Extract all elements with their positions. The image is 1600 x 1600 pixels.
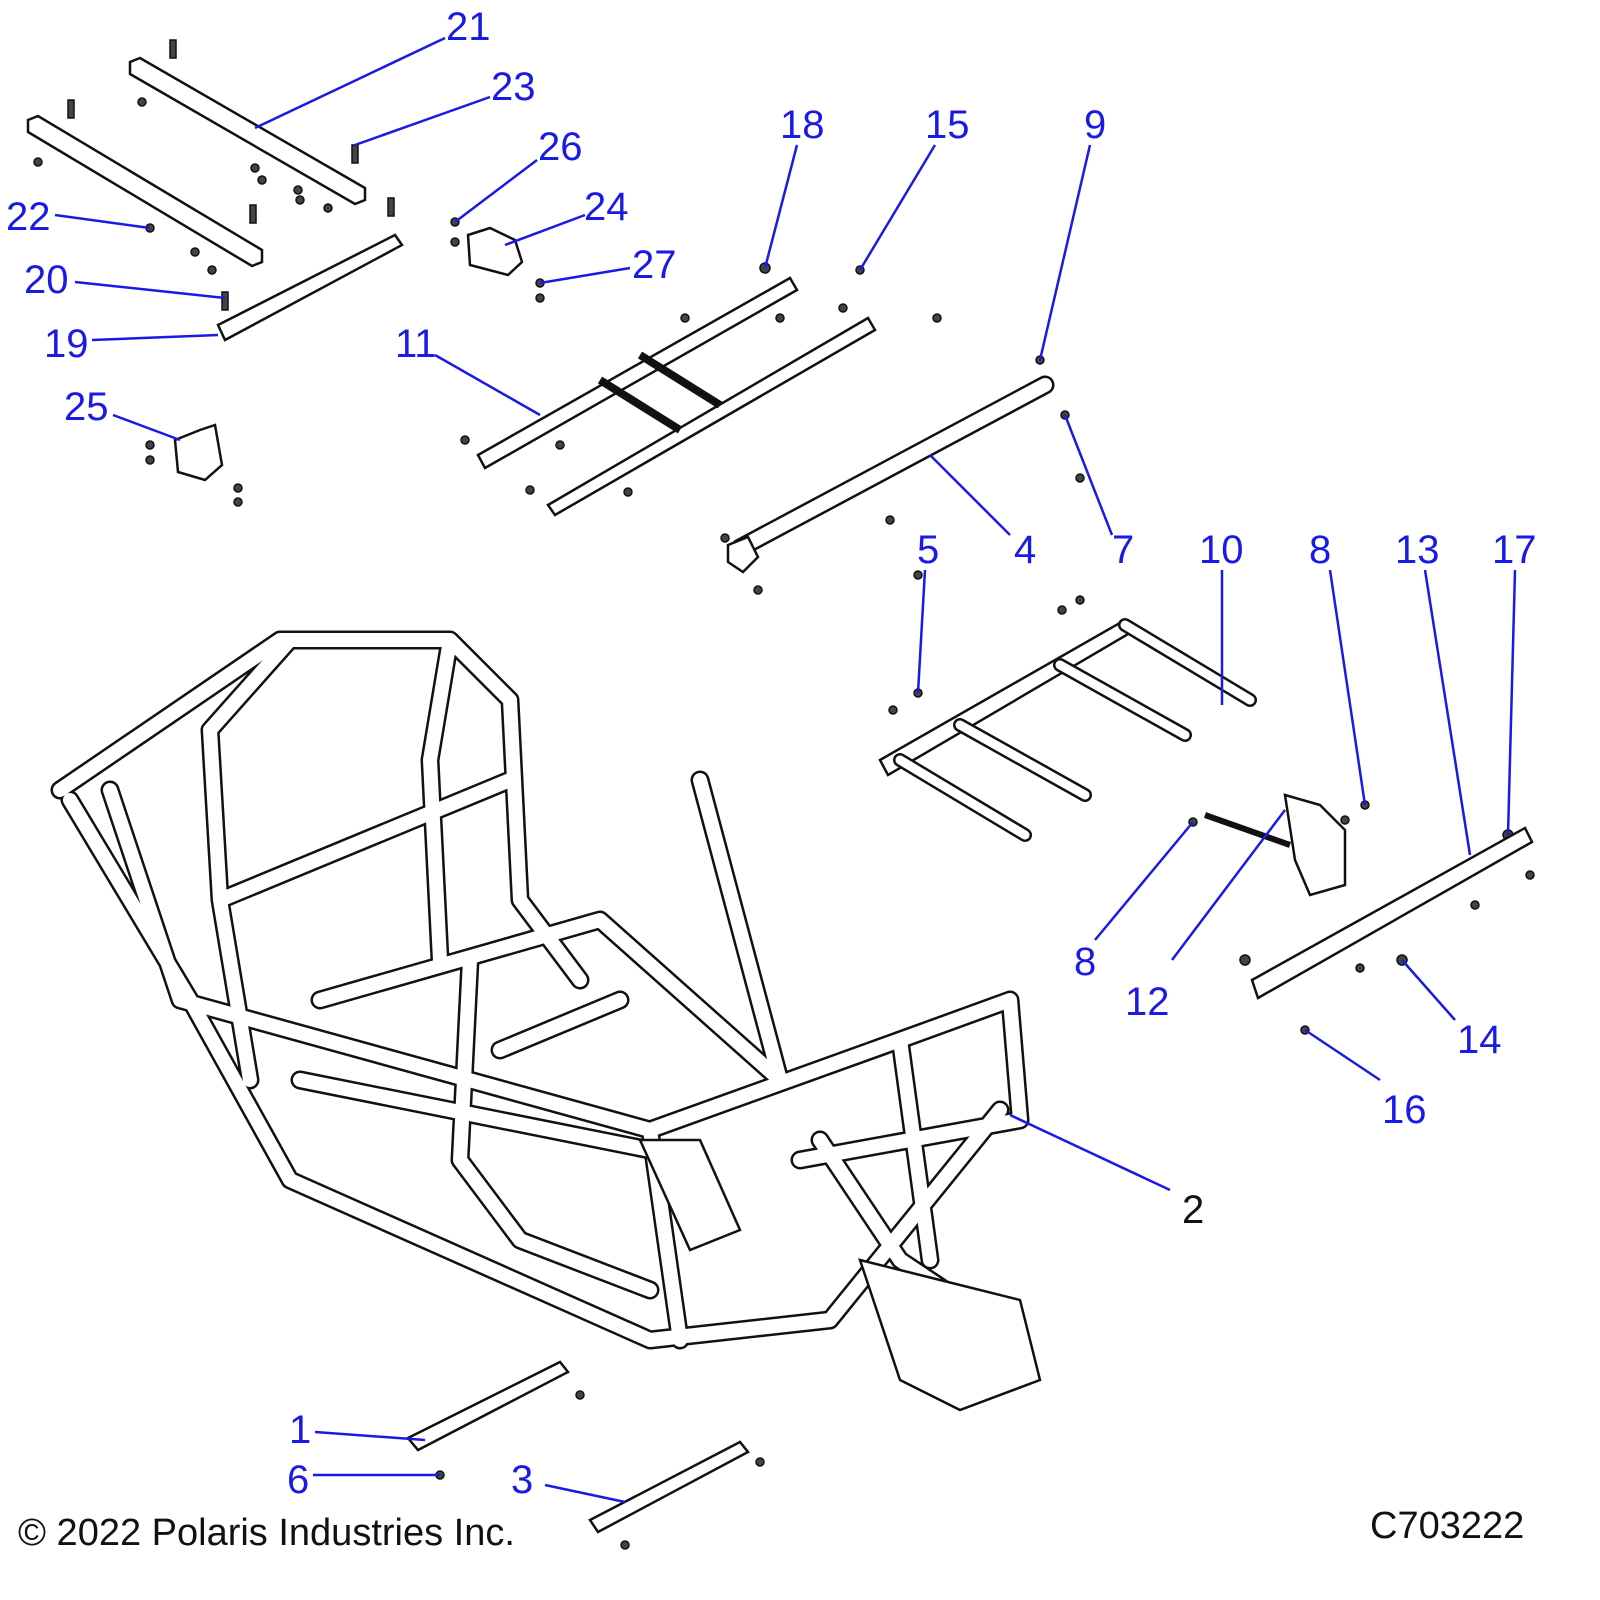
tube-4 xyxy=(726,375,1055,574)
bar-13 xyxy=(1250,826,1534,1000)
callout-7: 7 xyxy=(1112,528,1134,572)
callout-labels: 21 23 26 24 27 22 20 19 25 11 18 15 9 4 … xyxy=(6,5,1537,1502)
callout-26: 26 xyxy=(538,125,583,169)
callout-2: 2 xyxy=(1182,1188,1204,1232)
main-frame-2 xyxy=(50,630,1042,1412)
bracket-24 xyxy=(173,226,524,482)
callout-6: 6 xyxy=(287,1458,309,1502)
callout-25: 25 xyxy=(64,385,109,429)
callout-16: 16 xyxy=(1382,1088,1427,1132)
callout-14: 14 xyxy=(1457,1018,1502,1062)
callout-24: 24 xyxy=(584,185,629,229)
callout-8-top: 8 xyxy=(1309,528,1331,572)
figure-id: C703222 xyxy=(1370,1505,1524,1547)
callout-23: 23 xyxy=(491,65,536,109)
callout-8-bottom: 8 xyxy=(1074,940,1096,984)
seat-base-10 xyxy=(878,618,1257,842)
copyright-text: © 2022 Polaris Industries Inc. xyxy=(18,1512,515,1554)
callout-27: 27 xyxy=(632,243,677,287)
callout-5: 5 xyxy=(917,528,939,572)
callout-22: 22 xyxy=(6,195,51,239)
callout-10: 10 xyxy=(1199,528,1244,572)
callout-3: 3 xyxy=(511,1458,533,1502)
callout-21: 21 xyxy=(446,5,491,49)
callout-1: 1 xyxy=(289,1408,311,1452)
cross-bar-21 xyxy=(26,56,404,342)
callout-15: 15 xyxy=(925,103,970,147)
callout-18: 18 xyxy=(780,103,825,147)
callout-4: 4 xyxy=(1014,528,1036,572)
seat-base-11 xyxy=(476,276,877,517)
callout-11: 11 xyxy=(395,322,437,366)
callout-13: 13 xyxy=(1395,528,1440,572)
callout-19: 19 xyxy=(44,322,89,366)
callout-20: 20 xyxy=(24,258,69,302)
callout-9: 9 xyxy=(1084,103,1106,147)
leader-lines xyxy=(54,36,1517,1504)
callout-17: 17 xyxy=(1492,528,1537,572)
bracket-12 xyxy=(1204,793,1347,897)
callout-12: 12 xyxy=(1125,980,1170,1024)
hardware-fasteners xyxy=(33,39,1535,1550)
plate-1 xyxy=(406,1360,750,1534)
